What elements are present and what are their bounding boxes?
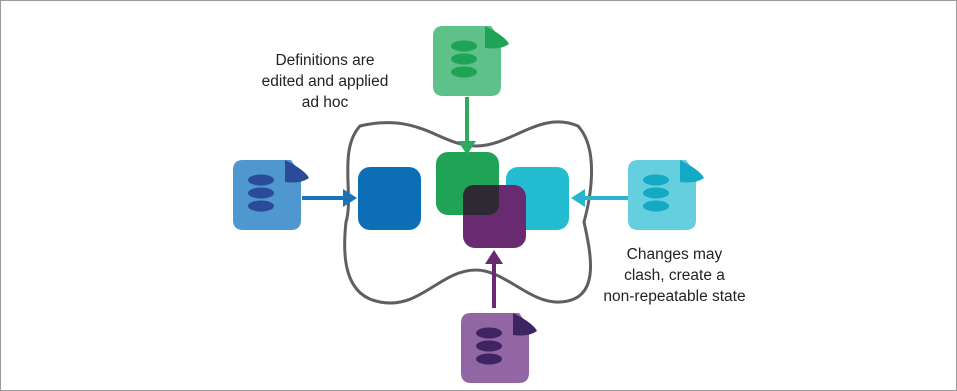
definition-square-blue	[358, 167, 421, 230]
caption-line: ad hoc	[301, 94, 349, 111]
clash-overlap	[463, 185, 499, 215]
document-icon-purple	[461, 313, 537, 383]
caption-line: edited and applied	[261, 73, 389, 90]
document-icon-blue	[233, 160, 309, 230]
caption-line: Changes may	[626, 246, 723, 263]
caption-changes-clash: Changes may clash, create a non-repeatab…	[592, 244, 757, 307]
caption-line: clash, create a	[624, 267, 725, 284]
arrow-green-down	[458, 97, 476, 155]
arrow-purple-up	[485, 250, 503, 308]
document-icon-cyan	[628, 160, 704, 230]
arrow-blue-right	[302, 189, 357, 207]
caption-line: Definitions are	[275, 52, 375, 69]
document-icon-green	[433, 26, 509, 96]
arrow-cyan-left	[571, 189, 630, 207]
caption-definitions-ad-hoc: Definitions are edited and applied ad ho…	[250, 50, 400, 113]
shared-environment-outline	[343, 120, 594, 305]
caption-line: non-repeatable state	[603, 288, 746, 305]
